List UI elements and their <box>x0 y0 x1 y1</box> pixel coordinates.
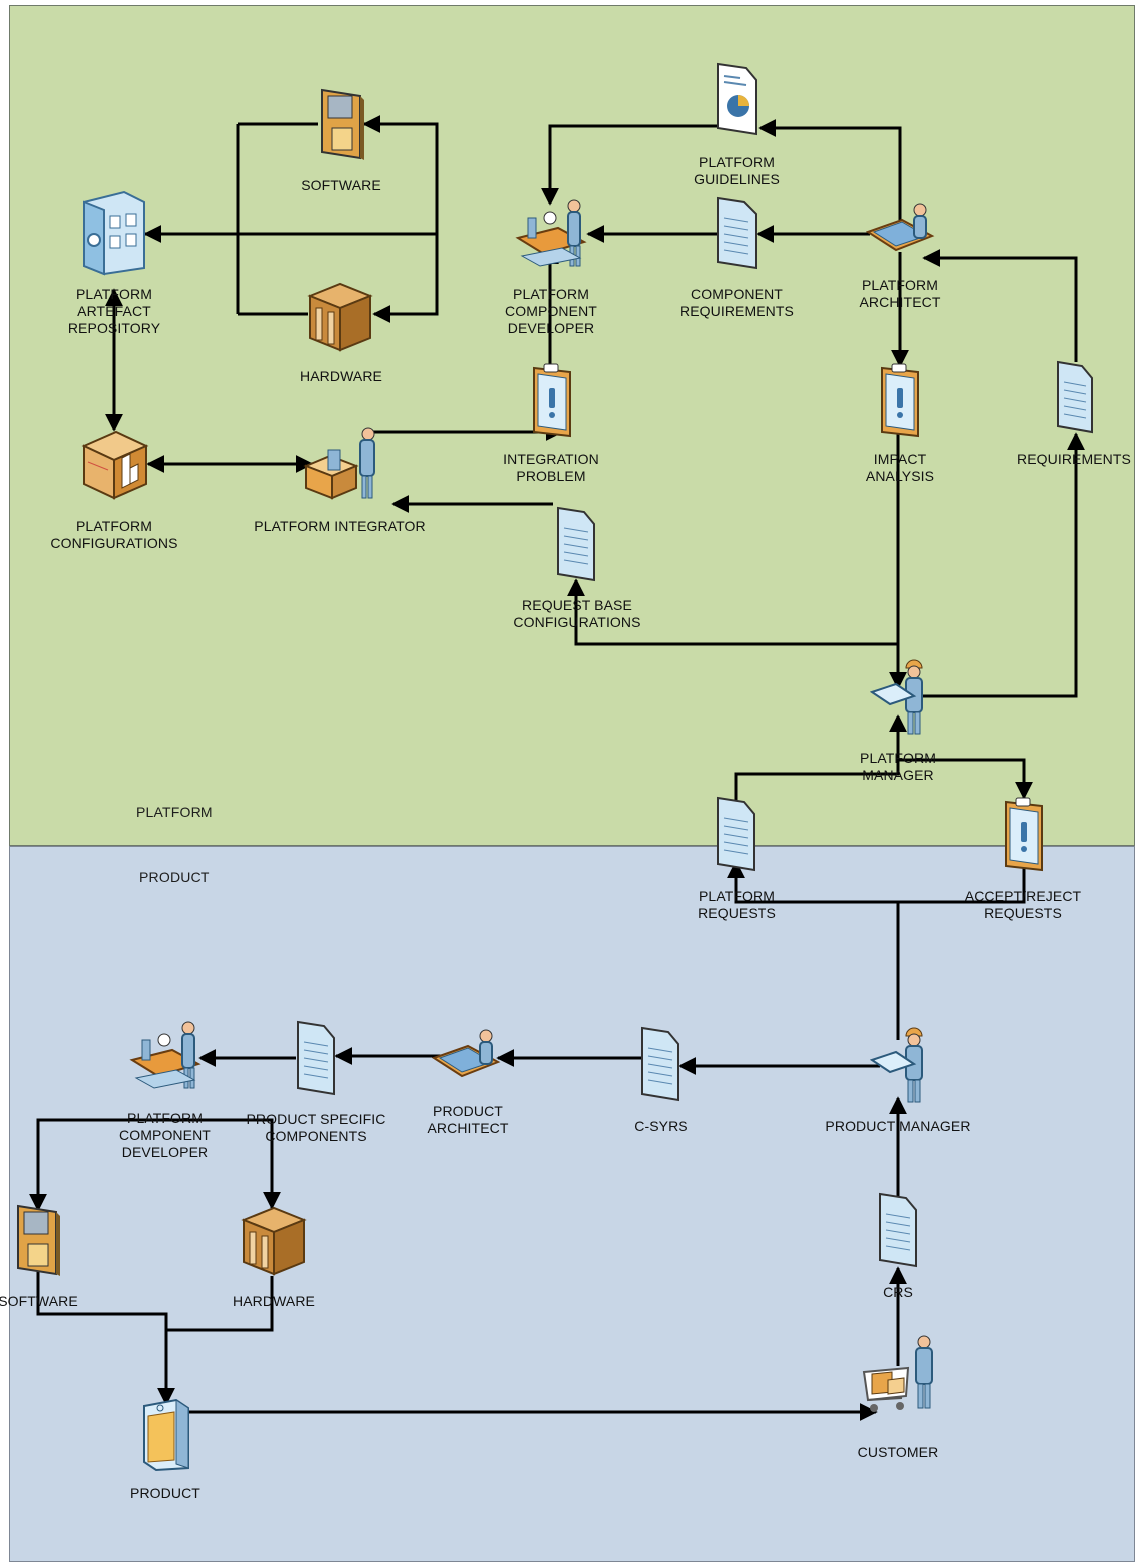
building-icon <box>80 188 148 276</box>
label-platform-integrator: PLATFORM INTEGRATOR <box>254 518 425 535</box>
document-icon <box>716 62 760 138</box>
label-impact-analysis: IMPACT ANALYSIS <box>866 451 934 485</box>
person-icon <box>870 1026 932 1104</box>
document-icon <box>878 1192 920 1270</box>
connector-requirements-to-architect <box>924 258 1076 362</box>
label-customer: CUSTOMER <box>858 1444 939 1461</box>
person-icon <box>300 426 384 502</box>
label-platform-component-developer-top: PLATFORM COMPONENT DEVELOPER <box>505 286 597 337</box>
label-platform-component-developer-bottom: PLATFORM COMPONENT DEVELOPER <box>119 1110 211 1161</box>
label-platform-architect: PLATFORM ARCHITECT <box>859 277 940 311</box>
label-accept-reject-requests: ACCEPT/REJECT REQUESTS <box>965 888 1081 922</box>
document-icon <box>296 1020 338 1098</box>
label-crs: CRS <box>883 1284 913 1301</box>
label-platform-configurations: PLATFORM CONFIGURATIONS <box>50 518 177 552</box>
label-product-specific-components: PRODUCT SPECIFIC COMPONENTS <box>246 1111 385 1145</box>
person-icon <box>870 658 932 736</box>
label-product-architect: PRODUCT ARCHITECT <box>427 1103 508 1137</box>
product-box-icon <box>140 1398 192 1472</box>
person-icon <box>514 196 590 272</box>
label-requirements: REQUIREMENTS <box>1017 451 1131 468</box>
floppy-disk-icon <box>14 1202 62 1278</box>
label-product: PRODUCT <box>130 1485 200 1502</box>
floppy-disk-icon <box>318 86 366 162</box>
label-platform-artefact-repository: PLATFORM ARTEFACT REPOSITORY <box>68 286 160 337</box>
label-software-top: SOFTWARE <box>301 177 381 194</box>
label-integration-problem: INTEGRATION PROBLEM <box>503 451 599 485</box>
clipboard-alert-icon <box>1004 796 1046 872</box>
label-product-manager: PRODUCT MANAGER <box>825 1118 970 1135</box>
label-component-requirements: COMPONENT REQUIREMENTS <box>680 286 794 320</box>
connector-developer-to-software <box>38 1120 128 1210</box>
label-platform-guidelines: PLATFORM GUIDELINES <box>694 154 780 188</box>
connector-loop-right-hardware <box>374 234 437 314</box>
connector-manager-to-requirements <box>922 434 1076 696</box>
person-icon <box>128 1018 204 1094</box>
label-request-base-configurations: REQUEST BASE CONFIGURATIONS <box>513 597 640 631</box>
package-icon <box>80 428 150 500</box>
label-c-syrs: C-SYRS <box>634 1118 688 1135</box>
label-platform-requests: PLATFORM REQUESTS <box>698 888 776 922</box>
clipboard-alert-icon <box>532 362 574 438</box>
document-icon <box>640 1026 682 1104</box>
person-icon <box>866 200 938 256</box>
person-icon <box>432 1026 504 1082</box>
box-icon <box>238 1202 310 1278</box>
document-icon <box>556 506 598 584</box>
document-icon <box>716 196 760 272</box>
connector-software-to-product <box>38 1272 166 1404</box>
document-icon <box>1056 360 1096 436</box>
document-icon <box>716 796 758 874</box>
label-hardware-top: HARDWARE <box>300 368 382 385</box>
label-hardware-bottom: HARDWARE <box>233 1293 315 1310</box>
box-icon <box>304 278 376 354</box>
shopping-cart-icon <box>858 1334 938 1418</box>
connector-guidelines-to-developer <box>550 126 718 204</box>
label-software-bottom: SOFTWARE <box>0 1293 78 1310</box>
label-platform-manager: PLATFORM MANAGER <box>860 750 936 784</box>
clipboard-alert-icon <box>880 362 922 438</box>
